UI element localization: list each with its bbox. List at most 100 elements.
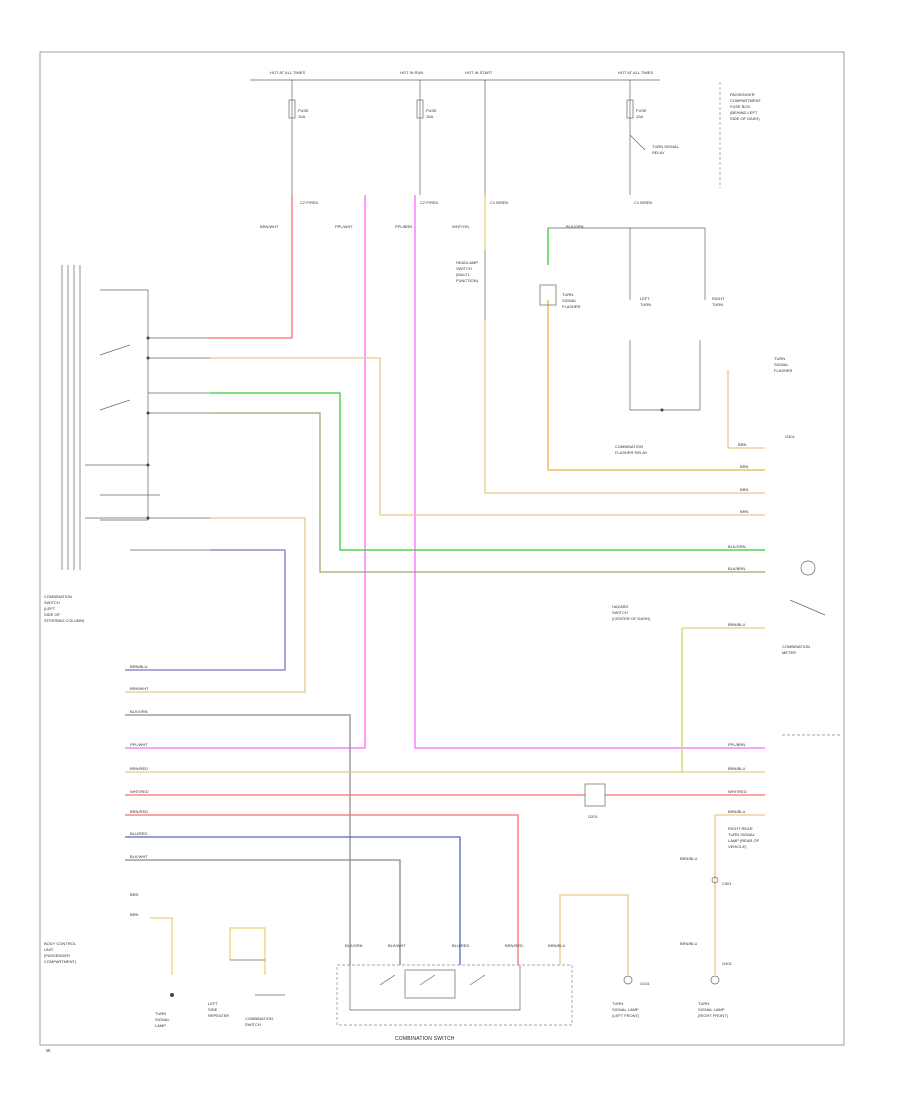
connector-row: BRN/WHT PPL/WHT PPL/BRN WHT/YEL BLK/GRN … xyxy=(260,200,653,229)
svg-text:BRN: BRN xyxy=(130,892,139,897)
svg-text:PPL/WHT: PPL/WHT xyxy=(335,224,353,229)
svg-text:HOT IN START: HOT IN START xyxy=(465,70,493,75)
svg-text:PPL/WHT: PPL/WHT xyxy=(130,742,148,747)
svg-text:LAMP (REAR OF: LAMP (REAR OF xyxy=(728,838,760,843)
svg-text:SWITCH: SWITCH xyxy=(44,600,60,605)
wire-pink-right xyxy=(414,195,765,749)
svg-text:BRN: BRN xyxy=(740,487,749,492)
svg-text:UNIT: UNIT xyxy=(44,947,54,952)
svg-text:HOT AT ALL TIMES: HOT AT ALL TIMES xyxy=(270,70,305,75)
relay-area: TURN SIGNAL FLASHER LEFT TURN RIGHT TURN… xyxy=(539,227,796,455)
svg-text:BLK/GRN: BLK/GRN xyxy=(345,943,363,948)
fuse-4 xyxy=(626,99,634,119)
svg-text:COMBINATION: COMBINATION xyxy=(782,644,810,649)
svg-text:BRN: BRN xyxy=(740,464,749,469)
svg-text:BRN/BLU: BRN/BLU xyxy=(728,766,745,771)
svg-text:SWITCH: SWITCH xyxy=(245,1022,261,1027)
wire-tan-lamp-left xyxy=(559,894,629,975)
svg-text:15A: 15A xyxy=(426,114,433,119)
bottom-lamps: TURN SIGNAL LAMP (LEFT FRONT) TURN SIGNA… xyxy=(612,975,729,1018)
svg-text:BLK/WHT: BLK/WHT xyxy=(388,943,406,948)
svg-text:LEFT: LEFT xyxy=(208,1001,218,1006)
svg-text:SWITCH: SWITCH xyxy=(456,266,472,271)
svg-text:METER: METER xyxy=(782,650,796,655)
svg-text:FLASHER: FLASHER xyxy=(562,304,581,309)
wire-tan-right xyxy=(727,370,765,449)
wire-pink-left xyxy=(125,195,366,749)
svg-text:BRN/BLU: BRN/BLU xyxy=(728,622,745,627)
svg-text:BRN: BRN xyxy=(738,442,747,447)
svg-text:WHT/RED: WHT/RED xyxy=(130,789,149,794)
svg-text:BLU/RED: BLU/RED xyxy=(452,943,469,948)
svg-text:SIDE: SIDE xyxy=(208,1007,218,1012)
svg-text:TURN: TURN xyxy=(562,292,573,297)
wire-olive xyxy=(210,412,765,573)
svg-text:TURN: TURN xyxy=(612,1001,623,1006)
svg-text:BRN/RED: BRN/RED xyxy=(130,766,148,771)
svg-text:SIGNAL: SIGNAL xyxy=(562,298,577,303)
svg-text:WHT/YEL: WHT/YEL xyxy=(452,224,471,229)
bus-labels-right: BRN BRN BRN BRN BLK/GRN BLK/BRN BRN/BLU … xyxy=(728,442,749,814)
svg-text:10A: 10A xyxy=(636,114,643,119)
wire-gray-lower xyxy=(125,859,401,965)
svg-text:FLASHER: FLASHER xyxy=(774,368,793,373)
svg-text:FUSE: FUSE xyxy=(298,108,309,113)
svg-text:(PASSENGER: (PASSENGER xyxy=(44,953,70,958)
svg-text:SIDE OF DASH): SIDE OF DASH) xyxy=(730,116,760,121)
svg-text:TURN: TURN xyxy=(640,302,651,307)
fuse-2 xyxy=(416,99,424,119)
svg-text:RIGHT: RIGHT xyxy=(712,296,725,301)
wire-yellow-bottom-b xyxy=(229,927,266,975)
svg-text:BRN/BLU: BRN/BLU xyxy=(548,943,565,948)
svg-text:BLK/GRN: BLK/GRN xyxy=(728,544,746,549)
svg-text:PPL/BRN: PPL/BRN xyxy=(395,224,412,229)
svg-text:BRN/RED: BRN/RED xyxy=(130,809,148,814)
diagram-frame xyxy=(39,51,845,1046)
svg-text:C2 P/RED: C2 P/RED xyxy=(420,200,439,205)
svg-text:(RIGHT FRONT): (RIGHT FRONT) xyxy=(698,1013,729,1018)
svg-text:G301: G301 xyxy=(785,434,796,439)
wire-blue-lower xyxy=(125,836,461,965)
svg-text:(LEFT FRONT): (LEFT FRONT) xyxy=(612,1013,640,1018)
svg-text:REPEATER: REPEATER xyxy=(208,1013,229,1018)
wire-tan-vertical xyxy=(484,320,765,494)
svg-text:FUSE: FUSE xyxy=(636,108,647,113)
svg-text:STEERING COLUMN): STEERING COLUMN) xyxy=(44,618,85,623)
svg-text:BRN: BRN xyxy=(740,509,749,514)
svg-text:BRN/WHT: BRN/WHT xyxy=(130,686,149,691)
wire-yellow-row xyxy=(210,357,765,516)
svg-text:HOT AT ALL TIMES: HOT AT ALL TIMES xyxy=(618,70,653,75)
svg-text:SIGNAL: SIGNAL xyxy=(155,1017,170,1022)
wire-blue-top xyxy=(125,549,286,671)
svg-text:TURN: TURN xyxy=(774,356,785,361)
svg-text:FUNCTION): FUNCTION) xyxy=(456,278,479,283)
svg-text:BRN/BLU: BRN/BLU xyxy=(130,664,147,669)
wire-gray xyxy=(125,714,351,965)
svg-text:BRN/BLU: BRN/BLU xyxy=(680,856,697,861)
svg-text:C401: C401 xyxy=(722,881,732,886)
fuse-block: HOT AT ALL TIMES HOT IN RUN HOT IN START… xyxy=(250,70,762,195)
wire-green xyxy=(210,392,765,551)
svg-text:(MULTI-: (MULTI- xyxy=(456,272,471,277)
bottom-left-components: BODY CONTROL UNIT (PASSENGER COMPARTMENT… xyxy=(44,941,285,1028)
bottom-caption: COMBINATION SWITCH xyxy=(395,1036,455,1042)
wire-red-lower xyxy=(125,814,519,965)
left-switch-module: COMBINATION SWITCH (LEFT SIDE OF STEERIN… xyxy=(44,265,210,623)
svg-text:COMBINATION: COMBINATION xyxy=(615,444,643,449)
svg-text:BRN/BLU: BRN/BLU xyxy=(728,809,745,814)
svg-text:G101: G101 xyxy=(640,981,651,986)
svg-text:BRN: BRN xyxy=(130,912,139,917)
svg-text:PASSENGER: PASSENGER xyxy=(730,92,755,97)
svg-text:FUSE: FUSE xyxy=(426,108,437,113)
svg-text:RIGHT REAR: RIGHT REAR xyxy=(728,826,753,831)
svg-text:HOT IN RUN: HOT IN RUN xyxy=(400,70,423,75)
svg-text:10A: 10A xyxy=(298,114,305,119)
wire-tan-lamp-right xyxy=(714,814,765,975)
svg-text:TURN SIGNAL: TURN SIGNAL xyxy=(728,832,756,837)
svg-text:(CENTER OF DASH): (CENTER OF DASH) xyxy=(612,616,651,621)
svg-text:COMPARTMENT): COMPARTMENT) xyxy=(44,959,77,964)
wire-tan-parallel xyxy=(125,517,306,693)
svg-text:BRN/BLU: BRN/BLU xyxy=(680,941,697,946)
svg-text:C1 B/RED: C1 B/RED xyxy=(634,200,653,205)
